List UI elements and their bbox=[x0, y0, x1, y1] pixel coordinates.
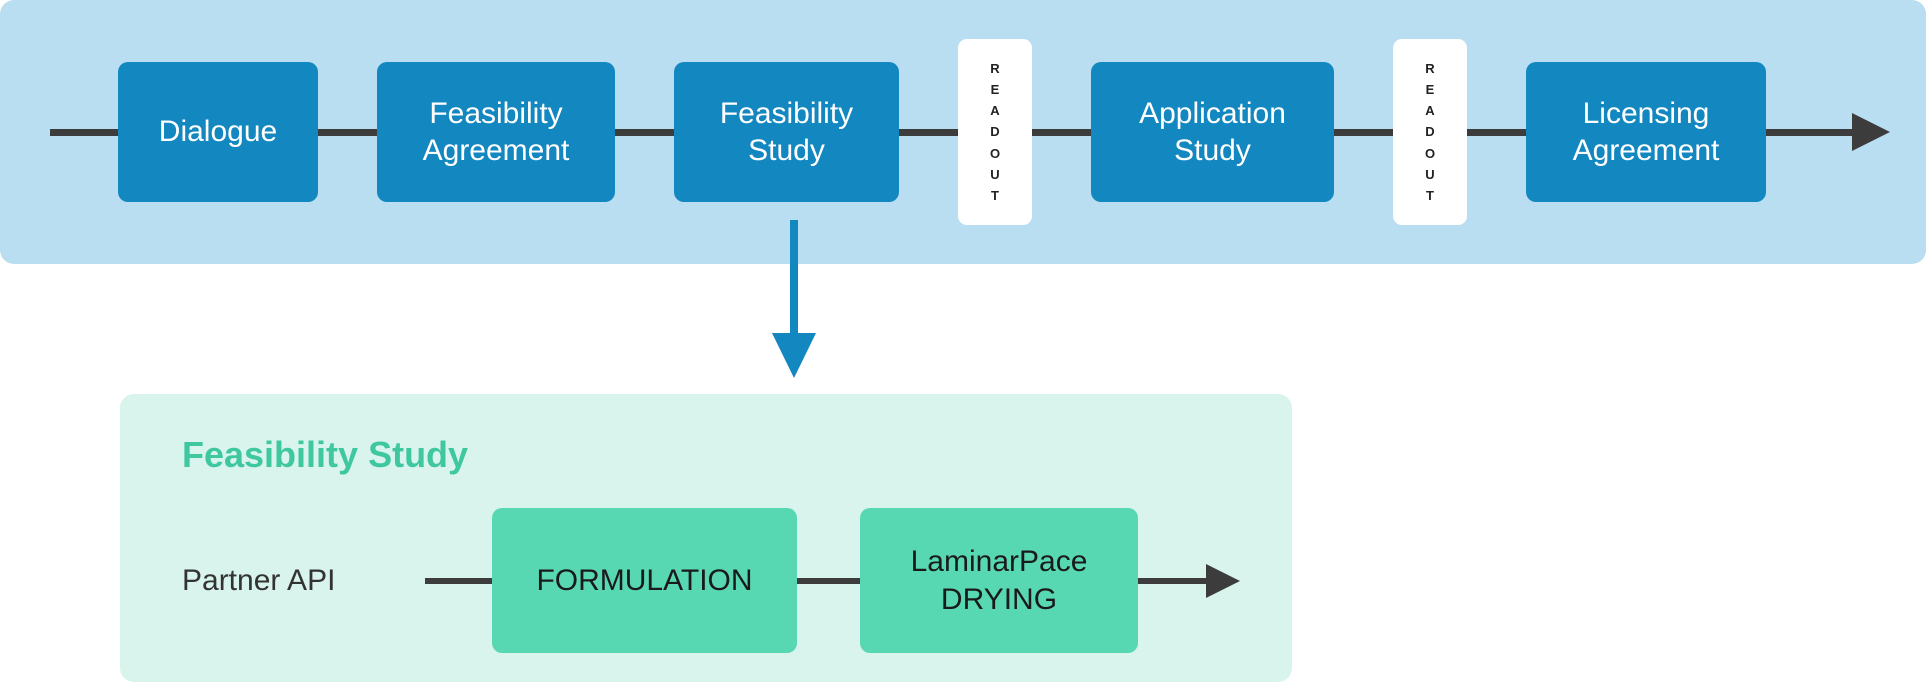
stage-feasibility-study-label: Feasibility Study bbox=[719, 96, 854, 168]
step-formulation-label: FORMULATION bbox=[536, 563, 753, 597]
partner-api-label: Partner API bbox=[182, 563, 336, 597]
stage-application-study: Application Study bbox=[1091, 62, 1334, 202]
stage-dialogue: Dialogue bbox=[118, 62, 318, 202]
stage-feasibility-agreement-label: Feasibility Agreement bbox=[422, 96, 570, 168]
stage-application-study-label: Application Study bbox=[1139, 96, 1286, 168]
stage-feasibility-agreement: Feasibility Agreement bbox=[377, 62, 615, 202]
readout-marker-2: READOUT bbox=[1393, 39, 1467, 225]
timeline-stages-row: Dialogue Feasibility Agreement Feasibili… bbox=[0, 0, 1926, 264]
step-laminarpace-drying-label: LaminarPace DRYING bbox=[910, 545, 1088, 616]
feasibility-study-detail-panel: Feasibility Study Partner API FORMULATIO… bbox=[120, 394, 1292, 682]
readout-marker-1: READOUT bbox=[958, 39, 1032, 225]
step-formulation: FORMULATION bbox=[492, 508, 797, 653]
stage-licensing-agreement: Licensing Agreement bbox=[1526, 62, 1766, 202]
readout-marker-1-label: READOUT bbox=[989, 61, 1001, 203]
process-timeline-banner: Dialogue Feasibility Agreement Feasibili… bbox=[0, 0, 1926, 264]
detail-flow-row: Partner API FORMULATION LaminarPace DRYI… bbox=[182, 508, 1292, 653]
timeline-arrowhead-icon bbox=[1852, 113, 1890, 151]
connector-line-2 bbox=[797, 577, 860, 584]
connector-line-1 bbox=[425, 577, 492, 584]
timeline-line bbox=[50, 129, 1860, 136]
down-arrow-icon bbox=[772, 333, 816, 378]
stage-feasibility-study: Feasibility Study bbox=[674, 62, 899, 202]
detail-flow-arrowhead-icon bbox=[1206, 563, 1240, 598]
step-laminarpace-drying: LaminarPace DRYING bbox=[860, 508, 1138, 653]
stage-dialogue-label: Dialogue bbox=[158, 115, 278, 149]
stage-licensing-agreement-label: Licensing Agreement bbox=[1572, 96, 1720, 168]
connector-line-3 bbox=[1138, 577, 1206, 584]
readout-marker-2-label: READOUT bbox=[1424, 61, 1436, 203]
down-arrow-stem bbox=[790, 220, 798, 335]
panel-title: Feasibility Study bbox=[182, 434, 469, 475]
